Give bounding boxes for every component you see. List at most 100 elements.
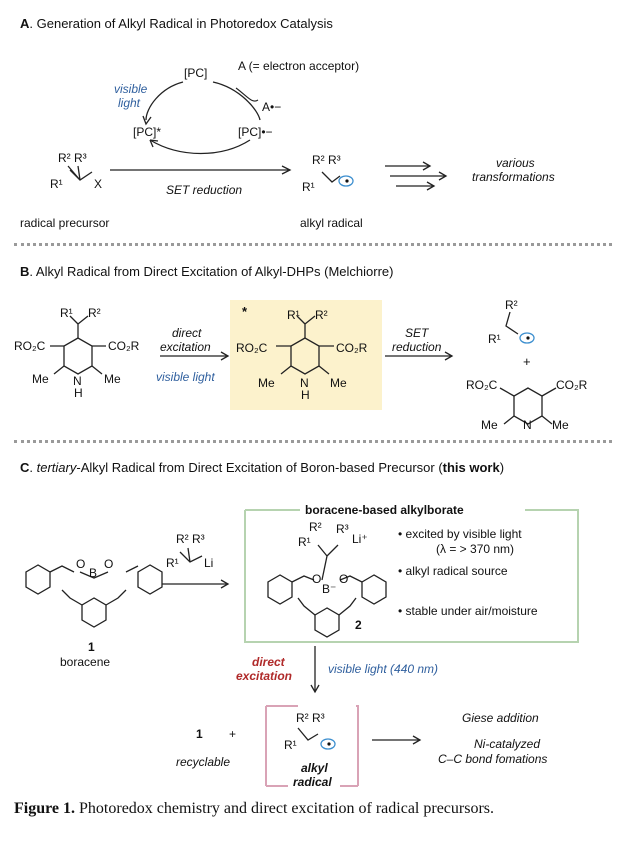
direct-label: direct [172, 326, 202, 340]
section-c-title-bold: this work [442, 460, 500, 475]
section-a-letter: A [20, 16, 30, 31]
dhp-bonds-excited [276, 315, 334, 375]
acceptor-arc [235, 87, 259, 102]
visible-light-label-b: visible light [156, 370, 215, 384]
pyridine-n: N [523, 418, 532, 432]
transform-arrowhead-2 [438, 171, 448, 181]
borate-li-plus: Li⁺ [352, 532, 368, 546]
alkylborate-box [244, 509, 579, 643]
direct-excitation-down-arrowhead [310, 684, 320, 694]
ni-catalyzed-label: Ni-catalyzed [474, 737, 541, 751]
dhp-bonds-left [50, 315, 106, 375]
dhp-ring-left [63, 337, 93, 375]
pc-star-label: [PC]* [133, 125, 162, 139]
section-a-title-text: Generation of Alkyl Radical in Photoredo… [36, 16, 333, 31]
borate-r3: R³ [336, 522, 349, 536]
recycled-compound-1: 1 [196, 727, 203, 741]
visible-light-440-label: visible light (440 nm) [328, 662, 439, 676]
radical-label-c: radical [293, 775, 332, 789]
plus-c: + [229, 727, 237, 741]
set-reduction-label: SET reduction [166, 183, 243, 197]
transform-arrowhead-1 [422, 161, 432, 171]
bullet-stable: • stable under air/moisture [398, 604, 538, 618]
excited-me-left: Me [258, 376, 275, 390]
cycle-arc-bottom [149, 139, 251, 155]
borate-b: B⁻ [322, 582, 337, 596]
section-c-title-end: ) [499, 460, 505, 475]
radical-precursor-label: radical precursor [20, 216, 110, 230]
radical-b-r2: R² [505, 298, 518, 312]
radical-r1: R¹ [302, 180, 315, 194]
excitation-label-c: excitation [236, 669, 293, 683]
pc-label: [PC] [184, 66, 208, 80]
section-a-title: A. Generation of Alkyl Radical in Photor… [20, 16, 333, 31]
compound-number-2: 2 [355, 618, 362, 632]
section-c-letter: C [20, 460, 30, 475]
radical-orbital-b [519, 332, 535, 344]
excited-me-right: Me [330, 376, 347, 390]
pyridine-co2r: CO₂R [556, 378, 588, 392]
acceptor-label: A (= electron acceptor) [238, 59, 360, 73]
transform-arrowhead-3 [426, 181, 436, 191]
direct-excitation-arrowhead [220, 351, 230, 361]
borate-r2: R² [309, 520, 322, 534]
pyridine-ro2c: RO₂C [466, 378, 498, 392]
alkylborate-structure [267, 544, 387, 638]
cc-bond-label: C–C bond fomations [438, 752, 548, 766]
light-label: light [118, 96, 141, 110]
dhp-me-left: Me [32, 372, 49, 386]
section-c-title-italic: tertiary [36, 460, 77, 475]
excited-co2r: CO₂R [336, 341, 368, 355]
precursor-r1: R¹ [50, 177, 63, 191]
figure-caption-text: Photoredox chemistry and direct excitati… [75, 800, 494, 817]
radical-skeleton-b [505, 311, 519, 335]
divider-1 [14, 243, 612, 246]
alkyl-label-c: alkyl [301, 761, 328, 775]
reagent-r1: R¹ [166, 556, 179, 570]
dhp-h: H [74, 386, 83, 400]
visible-label: visible [114, 82, 148, 96]
dhp-ro2c: RO₂C [14, 339, 46, 353]
dhp-me-right: Me [104, 372, 121, 386]
excited-r2: R² [315, 308, 328, 322]
set-label-b: SET [405, 326, 429, 340]
section-b-letter: B [20, 264, 30, 279]
borate-r1: R¹ [298, 535, 311, 549]
giese-label: Giese addition [462, 711, 539, 725]
dhp-co2r: CO₂R [108, 339, 140, 353]
pyridine-me-right: Me [552, 418, 569, 432]
boracene-label: boracene [60, 655, 111, 669]
dhp-n: N [73, 374, 82, 388]
excited-star: * [242, 304, 248, 319]
pyridine-me-left: Me [481, 418, 498, 432]
boracene-o-right: O [104, 557, 114, 571]
precursor-r2r3: R² R³ [58, 151, 87, 165]
alkyl-radical-box [265, 705, 359, 787]
radical-r2r3: R² R³ [312, 153, 341, 167]
reduction-label-b: reduction [392, 340, 442, 354]
alkyl-radical-label: alkyl radical [300, 216, 363, 230]
radical-c-r1: R¹ [284, 738, 297, 752]
radical-dot-c [327, 742, 331, 746]
precursor-skeleton [67, 165, 93, 181]
bullet-radical-source: • alkyl radical source [398, 564, 508, 578]
borate-o-left: O [312, 572, 322, 586]
radical-dot-a [345, 179, 349, 183]
cycle-arrowhead-bottom [149, 139, 159, 148]
radical-dot-b [526, 336, 530, 340]
reagent-r2r3: R² R³ [176, 532, 205, 546]
excitation-label: excitation [160, 340, 211, 354]
pc-radical-anion-label: [PC]•− [238, 125, 273, 139]
dhp-r1: R¹ [60, 306, 73, 320]
boracene-b: B [89, 566, 98, 580]
radical-skeleton [321, 171, 341, 183]
dhp-r2: R² [88, 306, 101, 320]
transformations-label: transformations [472, 170, 555, 184]
section-b-title-text: Alkyl Radical from Direct Excitation of … [35, 264, 394, 279]
a-radical-anion-label: A•− [262, 100, 282, 114]
radical-orbital-c [320, 738, 336, 750]
alkylborate-box-title: boracene-based alkylborate [302, 503, 467, 517]
radical-c-r2r3: R² R³ [296, 711, 325, 725]
alkyllithium-skeleton [179, 547, 203, 563]
